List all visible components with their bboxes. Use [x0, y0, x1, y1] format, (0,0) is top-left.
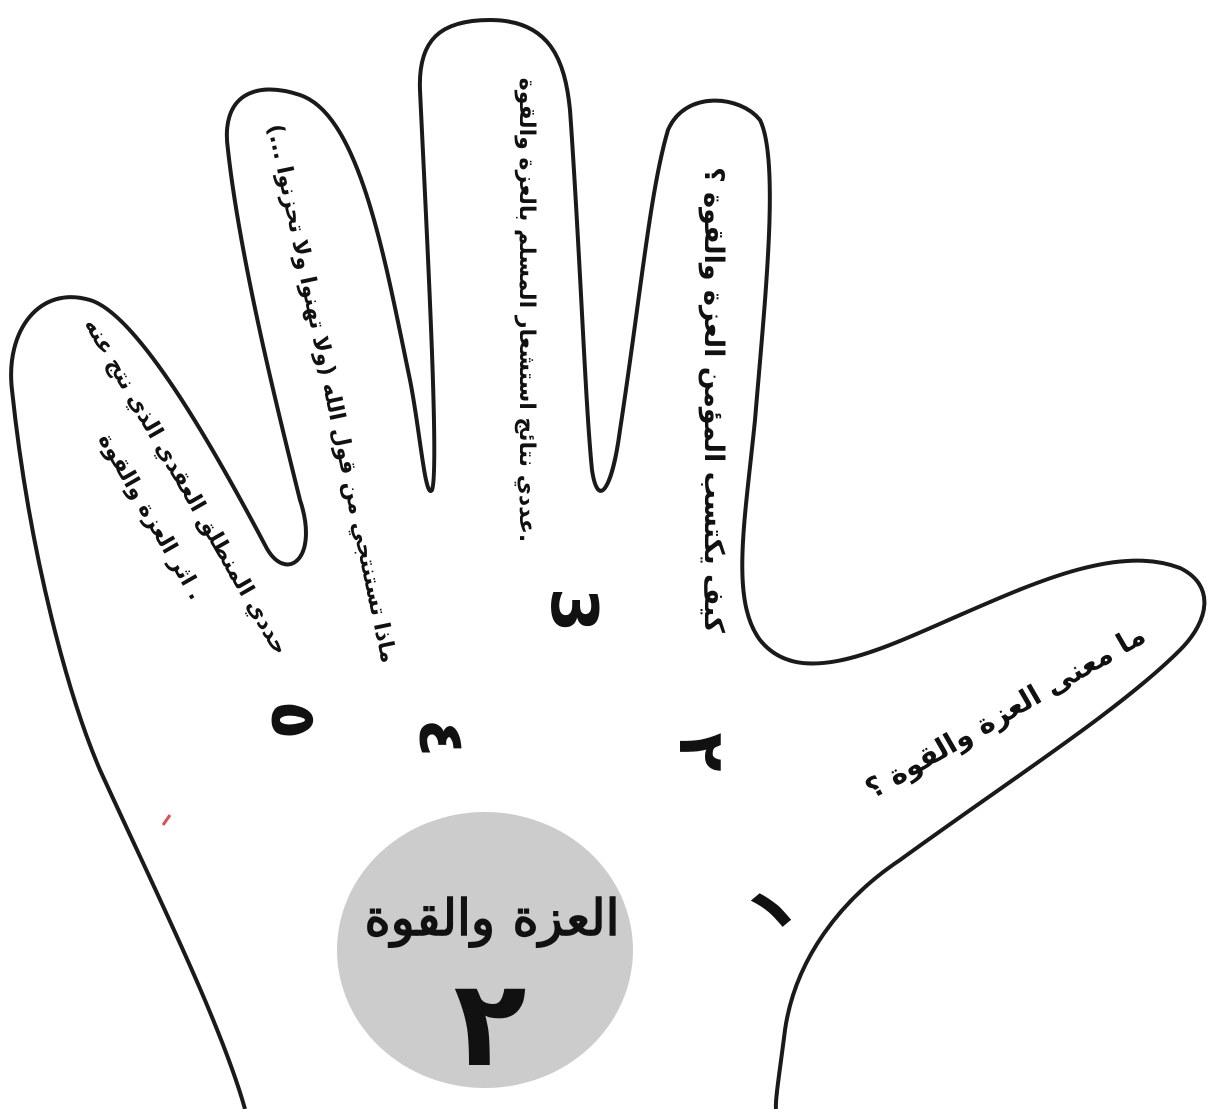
- index-question: كيف يكتسب المؤمن العزة والقوة ؟: [698, 167, 729, 633]
- ring-number: ٤: [404, 718, 478, 757]
- index-number: ٢: [664, 732, 738, 771]
- palm-title: العزة والقوة: [364, 888, 619, 948]
- palm-number: ٢: [453, 955, 526, 1094]
- middle-question: عددي نتائج استشعار المسلم بالعزة والقوة.: [514, 78, 539, 542]
- little-number: ٥: [256, 700, 330, 739]
- middle-number: 3: [536, 588, 610, 633]
